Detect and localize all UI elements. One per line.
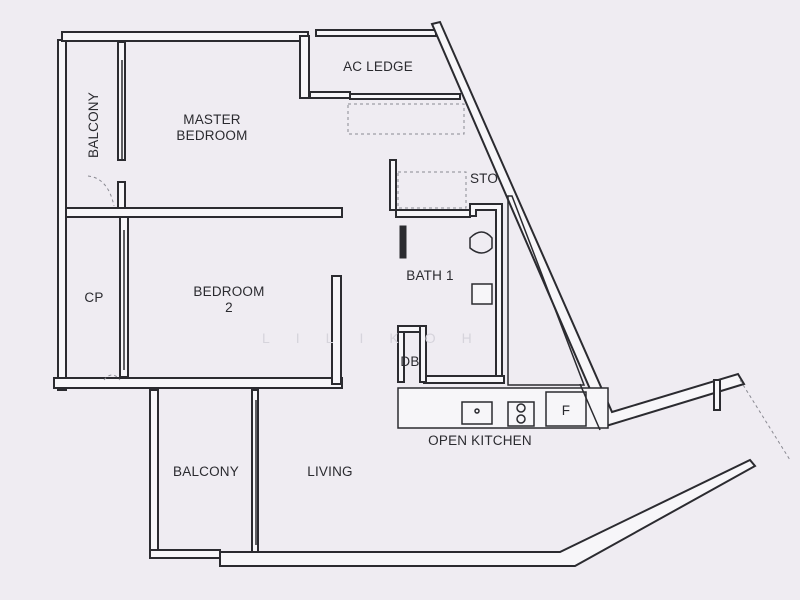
room-label-bath-1: BATH 1 (406, 268, 454, 283)
wall-balcony-left (149, 389, 159, 556)
door-bath (399, 225, 407, 259)
shaft-triangle (507, 195, 586, 386)
wall-master-right (299, 35, 310, 99)
wall-right-post (713, 379, 721, 411)
wall-master-bottom (65, 207, 343, 218)
room-label-living: LIVING (307, 464, 353, 479)
wall-top-ac-ledge (315, 29, 437, 37)
room-label-cp: CP (84, 290, 104, 305)
wall-left-outer (57, 39, 67, 391)
room-label-balcony-bottom: BALCONY (173, 464, 239, 479)
watermark-text: LILIKOH (262, 330, 498, 346)
wall-bedroom2-right (331, 275, 342, 385)
bath-toilet (469, 231, 493, 254)
room-label-sto: STO (469, 171, 499, 186)
room-label-f: F (561, 403, 571, 418)
kitchen-hob (507, 401, 535, 427)
wall-bedroom2-bottom (53, 377, 343, 389)
wall-living-bottom (219, 458, 757, 567)
sink-drain (474, 408, 480, 414)
hob-burner-2 (516, 414, 526, 424)
kitchen-ledge-line (579, 383, 601, 431)
living-edge-line (739, 379, 791, 461)
room-label-ac-ledge: AC LEDGE (343, 59, 413, 74)
room-label-open-kitchen: OPEN KITCHEN (428, 433, 532, 448)
hob-burner-1 (516, 403, 526, 413)
room-label-balcony-top: BALCONY (86, 92, 101, 158)
wall-ac-ledge-bottom (309, 91, 351, 99)
wardrobe-master (347, 103, 465, 135)
bath-basin (471, 283, 493, 305)
room-label-bedroom-2: BEDROOM 2 (193, 284, 265, 315)
wall-sto-left (389, 159, 397, 211)
wall-sto-bottom (395, 209, 471, 218)
door-swing-balcony (87, 175, 115, 207)
wall-balcony-right (251, 389, 259, 553)
wall-top-master (61, 31, 309, 42)
room-label-master-bedroom: MASTER BEDROOM (176, 112, 248, 143)
wall-ac-ledge-bottom-2 (349, 93, 461, 100)
wall-balcony-bottom (149, 549, 221, 559)
door-swing-cp (103, 374, 121, 381)
kitchen-f-block (545, 391, 587, 427)
room-label-db: DB (400, 354, 420, 369)
wall-db-right (419, 325, 427, 383)
wall-diagonal (430, 20, 746, 428)
wardrobe-sto (397, 171, 467, 209)
wall-bath-bottom (423, 375, 505, 384)
wall-bath-right (469, 203, 503, 381)
